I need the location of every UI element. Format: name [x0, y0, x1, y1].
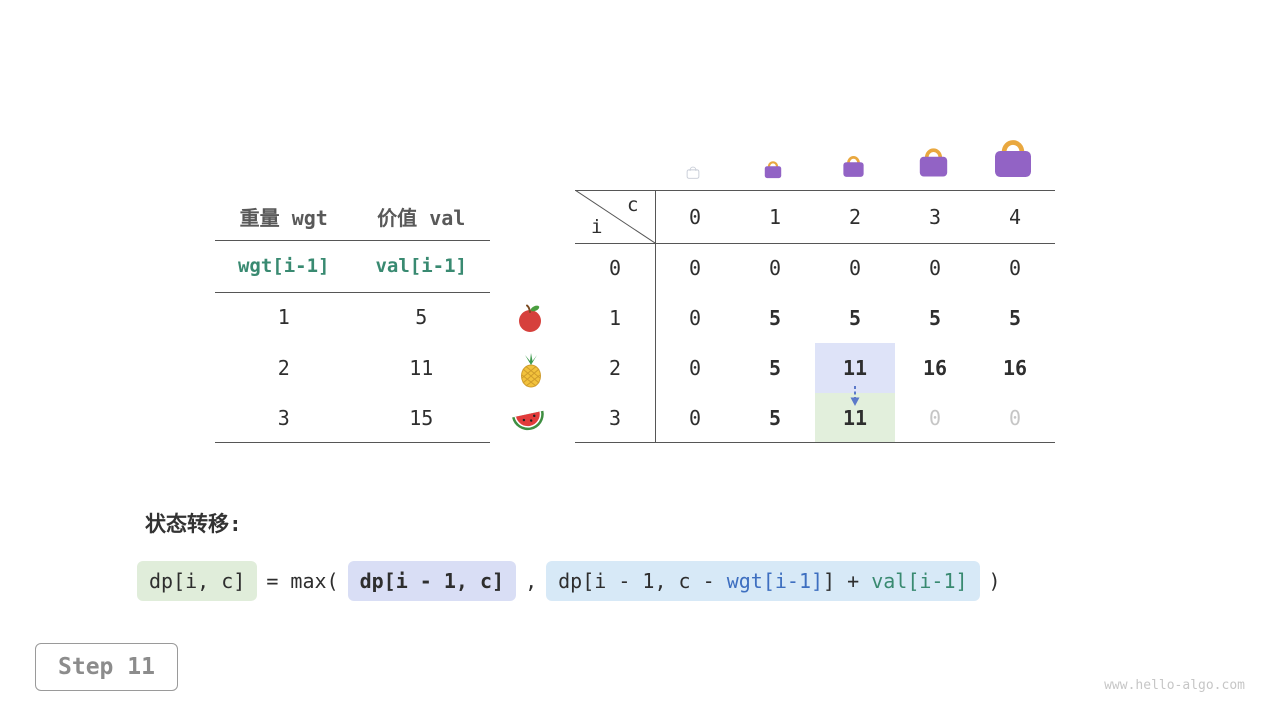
bag-capacity-3-icon — [915, 143, 952, 182]
dp-cell-2-3: 16 — [922, 356, 948, 380]
dp-table-line — [575, 442, 1055, 443]
dp-cell-1-4: 5 — [1008, 306, 1022, 330]
apple-icon — [514, 302, 546, 338]
transition-arrow-icon — [850, 386, 860, 406]
items-index-wgt: wgt[i-1] — [237, 255, 330, 277]
items-table-line — [215, 240, 490, 241]
dp-table-line — [575, 190, 1055, 191]
dp-col-header-2: 2 — [848, 204, 862, 229]
dp-cell-0-1: 0 — [768, 256, 782, 280]
step-indicator: Step 11 — [35, 643, 178, 691]
state-transition-heading: 状态转移: — [145, 512, 242, 536]
dp-cell-3-3: 0 — [928, 406, 942, 430]
formula-comma: , — [525, 569, 538, 593]
dp-table-line — [655, 190, 656, 443]
items-col-header-value: 价值 val — [377, 205, 466, 230]
dp-cell-1-0: 0 — [688, 306, 702, 330]
formula-arg-take-val: val[i-1] — [871, 569, 968, 593]
dp-table-line — [575, 243, 1055, 244]
dp-table: c i 0 1 2 3 4 0 1 2 3 0 0 0 0 0 0 5 5 5 … — [575, 190, 1055, 443]
dp-corner-row-var: i — [591, 216, 603, 238]
item-1-weight: 1 — [277, 305, 290, 329]
items-row-3: 3 15 — [215, 393, 490, 443]
dp-cell-3-4: 0 — [1008, 406, 1022, 430]
watermark: www.hello-algo.com — [1104, 678, 1245, 693]
formula-arg-take: dp[i - 1, c - wgt[i-1]] + val[i-1] — [546, 561, 980, 601]
formula-arg-take-mid: ] + — [823, 569, 872, 593]
item-1-value: 5 — [415, 305, 428, 329]
dp-cell-0-4: 0 — [1008, 256, 1022, 280]
dp-col-header-4: 4 — [1008, 204, 1022, 229]
dp-cell-1-2: 5 — [848, 306, 862, 330]
dp-cell-0-0: 0 — [688, 256, 702, 280]
dp-col-header-3: 3 — [928, 204, 942, 229]
dp-row-label-1: 1 — [608, 306, 622, 330]
dp-cell-highlight-source — [815, 343, 895, 393]
items-table-line — [215, 292, 490, 293]
dp-col-header-1: 1 — [768, 204, 782, 229]
items-row-1: 1 5 — [215, 292, 490, 342]
dp-row-label-2: 2 — [608, 356, 622, 380]
pineapple-icon — [517, 352, 545, 392]
item-2-weight: 2 — [277, 355, 290, 380]
dp-col-header-0: 0 — [688, 204, 702, 229]
bag-capacity-4-icon — [989, 133, 1037, 183]
items-table: 重量 wgt 价值 val wgt[i-1] val[i-1] 1 5 2 11… — [215, 192, 490, 443]
items-row-2: 2 11 — [215, 342, 490, 393]
state-transition-formula: dp[i, c] = max( dp[i - 1, c] , dp[i - 1,… — [137, 561, 1010, 601]
dp-cell-1-3: 5 — [928, 306, 942, 330]
dp-cell-2-1: 5 — [768, 356, 782, 380]
formula-eq-max: = max( — [266, 569, 339, 593]
dp-cell-3-2: 11 — [842, 406, 868, 430]
formula-dp-current: dp[i, c] — [137, 561, 258, 601]
bag-capacity-0-icon — [685, 164, 701, 183]
dp-corner-col-var: c — [627, 194, 639, 216]
item-3-value: 15 — [409, 406, 434, 430]
dp-row-label-0: 0 — [608, 256, 622, 280]
dp-cell-3-1: 5 — [768, 406, 782, 430]
items-table-line — [215, 442, 490, 443]
dp-cell-0-3: 0 — [928, 256, 942, 280]
dp-cell-1-1: 5 — [768, 306, 782, 330]
item-2-value: 11 — [409, 355, 434, 380]
bag-capacity-2-icon — [840, 152, 867, 182]
formula-arg-take-pre: dp[i - 1, c - — [558, 569, 727, 593]
dp-corner-diagonal — [575, 190, 655, 243]
dp-cell-2-0: 0 — [688, 356, 702, 380]
dp-cell-3-0: 0 — [688, 406, 702, 430]
formula-arg-keep: dp[i - 1, c] — [347, 561, 517, 601]
bag-capacity-1-icon — [762, 158, 784, 183]
items-col-header-weight: 重量 wgt — [239, 205, 328, 230]
dp-cell-0-2: 0 — [848, 256, 862, 280]
formula-arg-take-wgt: wgt[i-1] — [726, 569, 824, 593]
dp-cell-2-2: 11 — [842, 356, 868, 380]
items-index-val: val[i-1] — [375, 255, 467, 277]
dp-row-label-3: 3 — [608, 406, 622, 430]
watermelon-icon — [510, 406, 548, 438]
item-3-weight: 3 — [277, 406, 290, 430]
formula-close-paren: ) — [988, 569, 1001, 593]
dp-cell-2-4: 16 — [1002, 356, 1028, 380]
